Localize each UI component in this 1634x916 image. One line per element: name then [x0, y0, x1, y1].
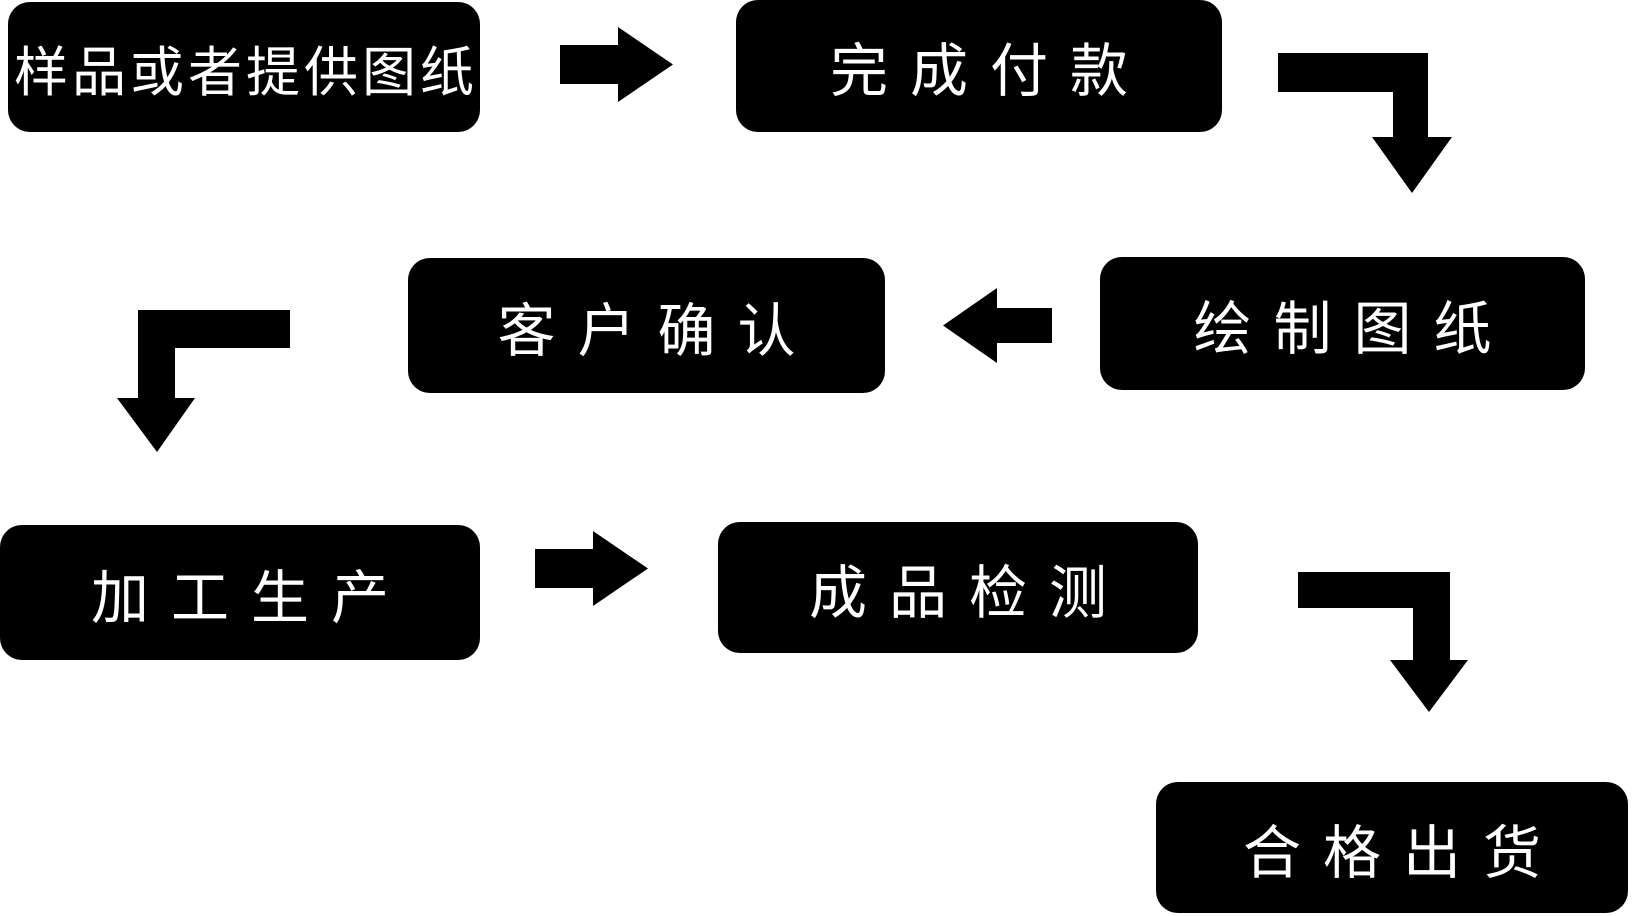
flow-step-label: 成品检测	[808, 560, 1129, 626]
flow-step-sample-or-provide-drawing: 样品或者提供图纸	[8, 2, 480, 132]
flow-step-label: 样品或者提供图纸	[14, 42, 478, 103]
arrow-left-icon	[943, 288, 1052, 363]
flow-step-finished-product-inspection: 成品检测	[718, 522, 1198, 653]
flow-step-qualified-shipment: 合格出货	[1156, 782, 1628, 913]
arrow-elbow-right-down-icon	[1278, 53, 1452, 193]
flow-step-customer-confirmation: 客户确认	[408, 258, 885, 393]
flow-step-label: 加工生产	[90, 565, 411, 631]
flow-step-label: 完成付款	[829, 39, 1150, 104]
flow-step-processing-production: 加工生产	[0, 525, 480, 660]
arrow-elbow-left-down-icon	[117, 310, 290, 452]
flow-step-label: 绘制图纸	[1193, 296, 1514, 362]
arrow-elbow-right-down-icon	[1298, 572, 1468, 712]
arrow-right-icon	[535, 531, 648, 606]
flow-step-label: 客户确认	[497, 298, 818, 364]
flow-step-draw-drawing: 绘制图纸	[1100, 257, 1585, 390]
flow-step-label: 合格出货	[1242, 820, 1563, 886]
flow-step-complete-payment: 完成付款	[736, 0, 1222, 132]
arrow-right-icon	[560, 27, 673, 102]
